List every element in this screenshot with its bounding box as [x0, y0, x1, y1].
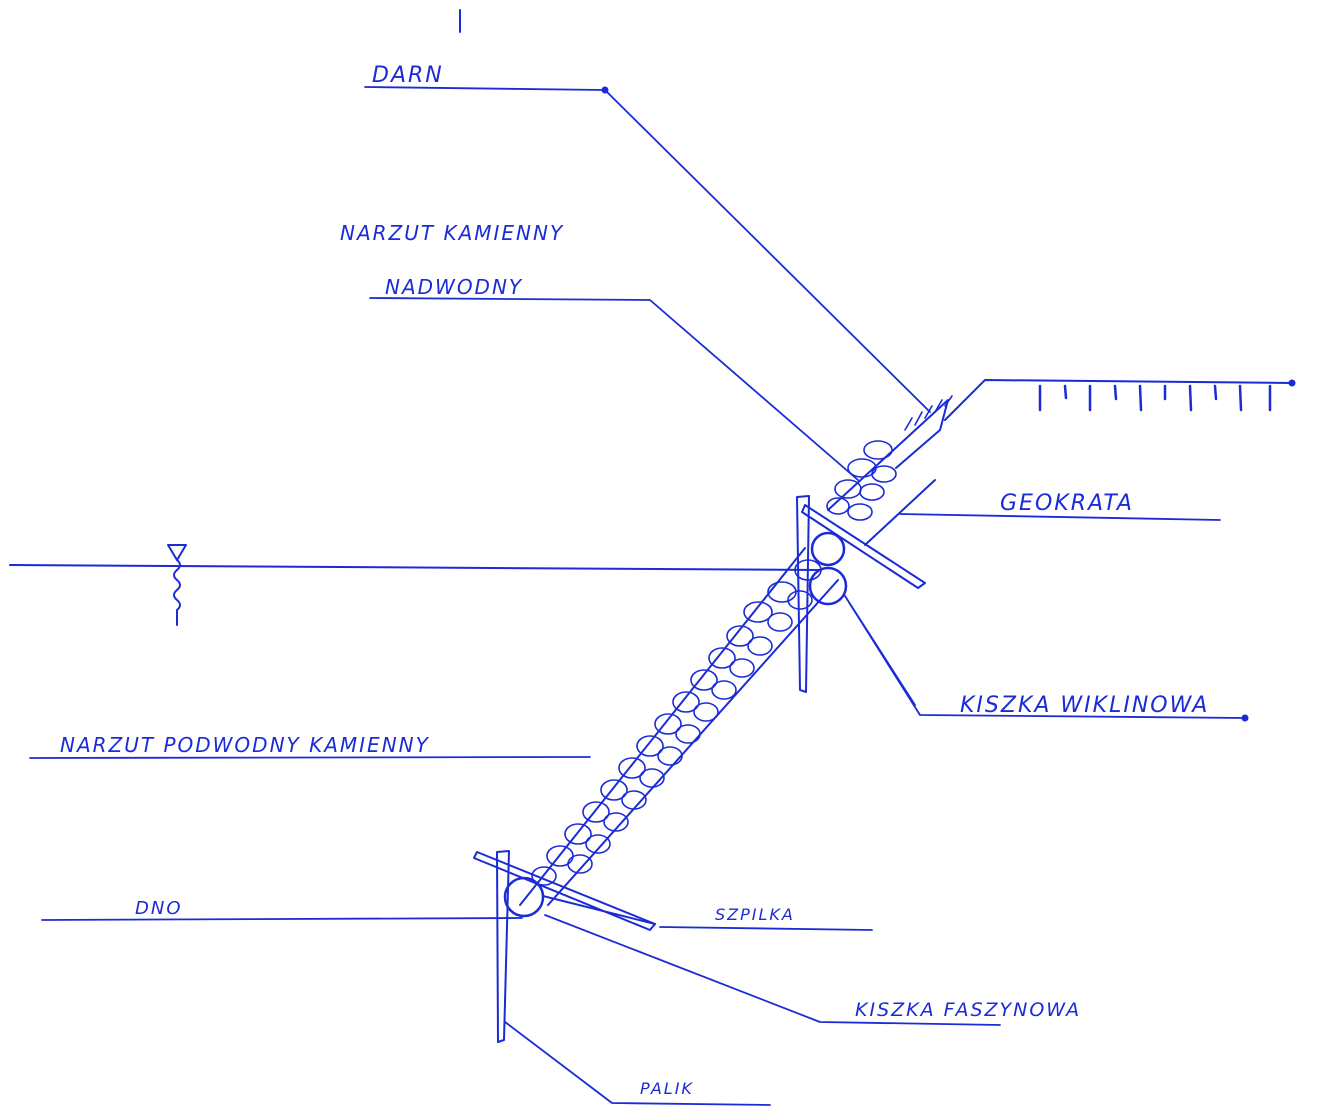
wicker-roll-lower: [808, 566, 848, 606]
label-darn: DARN: [372, 63, 444, 88]
leader-dot-wiklinowa: [1241, 714, 1249, 722]
ground-hatching: [1038, 384, 1272, 412]
label-geokrata: GEOKRATA: [1000, 491, 1134, 516]
diagram-linework: [9, 9, 1296, 1106]
bottom-pin: [473, 851, 656, 931]
label-kiszka-wiklinowa: KISZKA WIKLINOWA: [960, 693, 1209, 718]
leader-dot-ground: [1288, 379, 1296, 387]
upper-pin: [801, 504, 926, 589]
wicker-roll-upper: [810, 531, 846, 567]
label-narzut-nadwodny-line2: NADWODNY: [385, 275, 523, 299]
leader-narzut-nadwodny: [369, 297, 859, 481]
water-level-wave: [173, 559, 181, 626]
water-level-line: [9, 564, 821, 571]
label-narzut-nadwodny-line1: NARZUT KAMIENNY: [340, 221, 564, 245]
lower-riprap-stones: [531, 559, 822, 886]
leader-kiszka-faszynowa: [544, 914, 1001, 1026]
label-dno: DNO: [135, 898, 183, 919]
label-narzut-podwodny: NARZUT PODWODNY KAMIENNY: [60, 733, 430, 757]
label-palik: PALIK: [640, 1079, 694, 1098]
lower-revetment-band: [519, 547, 839, 906]
bottom-pin-lower-arm: [542, 895, 656, 925]
leader-dot-darn: [601, 86, 609, 94]
label-szpilka: SZPILKA: [715, 905, 795, 924]
leader-szpilka: [659, 926, 873, 931]
label-kiszka-faszynowa: KISZKA FASZYNOWA: [855, 999, 1081, 1021]
leader-narzut-podwodny: [29, 756, 591, 759]
diagram-labels: DARN NARZUT KAMIENNY NADWODNY GEOKRATA K…: [60, 63, 1209, 1098]
water-level-marker: [167, 544, 187, 561]
bottom-stake: [496, 850, 510, 1043]
leader-darn: [364, 86, 931, 413]
upper-stake: [796, 495, 810, 693]
leader-dno: [41, 917, 523, 921]
ground-surface-line: [944, 379, 1293, 421]
upper-riprap-stones: [826, 440, 897, 521]
leader-palik: [504, 1021, 771, 1106]
upper-revetment-band: [827, 399, 949, 546]
leader-lines: [29, 86, 1246, 1106]
leader-geokrata: [899, 513, 1221, 521]
leader-kiszka-wiklinowa: [844, 595, 1246, 719]
